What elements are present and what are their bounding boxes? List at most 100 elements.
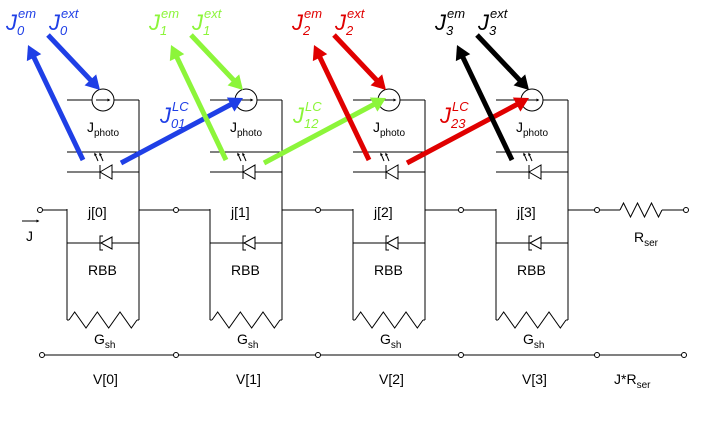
emission-arrow <box>242 152 247 162</box>
emission-arrow <box>99 152 104 162</box>
led-diode-icon-triangle <box>528 164 542 180</box>
emission-current-arrow-3 <box>455 45 515 162</box>
emission-label-1-base: J <box>148 10 161 35</box>
jphoto-label: Jphoto <box>373 119 405 139</box>
led-diode-icon <box>237 152 256 180</box>
voltage-label: V[1] <box>236 371 261 387</box>
terminal-node <box>37 207 43 213</box>
junction-label: j[2] <box>373 204 393 220</box>
emission-arrow <box>523 152 528 162</box>
resistor-zigzag <box>619 201 663 219</box>
coupling-current-arrow-0 <box>119 97 243 166</box>
main-wire <box>37 207 620 213</box>
total-voltage-label: J*Rser <box>614 371 651 391</box>
junction-label: j[0] <box>87 204 107 220</box>
coupling-label-1-sub: 12 <box>304 116 319 131</box>
led-diode-icon <box>94 152 113 180</box>
external-current-arrow-3 <box>475 33 529 90</box>
emission-current-arrow-0-head <box>26 45 42 62</box>
coupling-label-0-base: J <box>159 103 172 128</box>
shunt-resistor-icon <box>68 311 138 329</box>
external-label-1-sub: 1 <box>203 23 210 38</box>
coupling-current-arrow-2 <box>405 97 529 166</box>
voltage-label: V[2] <box>379 371 404 387</box>
voltage-rail <box>39 352 687 358</box>
gsh-label: Gsh <box>523 331 544 351</box>
rbb-diode-icon-bar <box>99 235 103 251</box>
shunt-resistor-icon <box>354 311 424 329</box>
series-resistor: Rser <box>619 201 689 249</box>
rbb-diode-icon-triangle <box>242 236 256 250</box>
external-label-2-sub: 2 <box>345 23 354 38</box>
rbb-diode-icon-triangle <box>99 236 113 250</box>
emission-current-arrow-0 <box>26 45 86 162</box>
shunt-resistor-icon <box>497 311 567 329</box>
emission-current-arrow-0-shaft <box>31 55 86 162</box>
rbb-diode-icon-bar <box>528 235 532 251</box>
emission-arrow <box>94 152 99 162</box>
rbb-label: RBB <box>231 262 260 278</box>
coupling-label-2-sup: LC <box>452 99 469 114</box>
external-current-arrow-2-head <box>370 74 386 90</box>
external-label-0-sub: 0 <box>60 23 68 38</box>
rbb-label: RBB <box>88 262 117 278</box>
emission-label-3-sub: 3 <box>446 23 454 38</box>
led-diode-icon <box>523 152 542 180</box>
gsh-label: Gsh <box>380 331 401 351</box>
emission-label-2-sub: 2 <box>302 23 311 38</box>
external-label-3-base: J <box>477 10 490 35</box>
external-label-1-sup: ext <box>204 6 223 21</box>
coupling-current-arrow-1-shaft <box>262 101 376 166</box>
coupling-current-arrow-0-shaft <box>119 101 233 166</box>
emission-label-2-sup: em <box>304 6 322 21</box>
current-arrows <box>26 33 529 166</box>
rbb-diode-icon <box>385 235 399 251</box>
external-current-arrow-0-shaft <box>46 33 93 83</box>
led-diode-icon-triangle <box>385 164 399 180</box>
emission-label-3-base: J <box>434 10 447 35</box>
coupling-current-arrow-1 <box>262 97 386 166</box>
input-current: J <box>22 219 40 244</box>
led-diode-icon <box>380 152 399 180</box>
series-resistor-label: Rser <box>634 229 659 249</box>
terminal-node <box>39 352 45 358</box>
external-current-arrow-3-head <box>513 74 529 90</box>
emission-current-arrow-2-shaft <box>317 55 372 162</box>
external-current-arrow-1-shaft <box>189 33 236 83</box>
rbb-diode-icon-bar <box>242 235 246 251</box>
led-diode-icon-triangle <box>242 164 256 180</box>
emission-arrow <box>237 152 242 162</box>
coupling-label-2-base: J <box>439 103 452 128</box>
emission-arrow <box>380 152 385 162</box>
coupling-label-0-sup: LC <box>172 99 189 114</box>
external-current-arrow-1 <box>189 33 243 90</box>
coupling-current-arrow-2-head <box>512 97 529 112</box>
emission-current-arrow-3-head <box>455 45 471 62</box>
emission-current-arrow-1-head <box>169 45 185 62</box>
led-diode-icon-triangle <box>99 164 113 180</box>
external-label-3-sub: 3 <box>489 23 497 38</box>
external-label-0-base: J <box>48 10 61 35</box>
terminal-node <box>315 352 321 358</box>
coupling-current-arrow-0-head <box>226 97 243 112</box>
emission-current-arrow-2 <box>312 45 372 162</box>
emission-current-arrow-3-shaft <box>460 55 515 162</box>
emission-current-arrow-1 <box>169 45 229 162</box>
terminal-node <box>173 207 179 213</box>
rbb-label: RBB <box>374 262 403 278</box>
external-label-1-base: J <box>191 10 204 35</box>
input-current-label: J <box>26 228 33 244</box>
terminal-node <box>681 352 687 358</box>
external-current-arrow-0-head <box>84 74 100 90</box>
